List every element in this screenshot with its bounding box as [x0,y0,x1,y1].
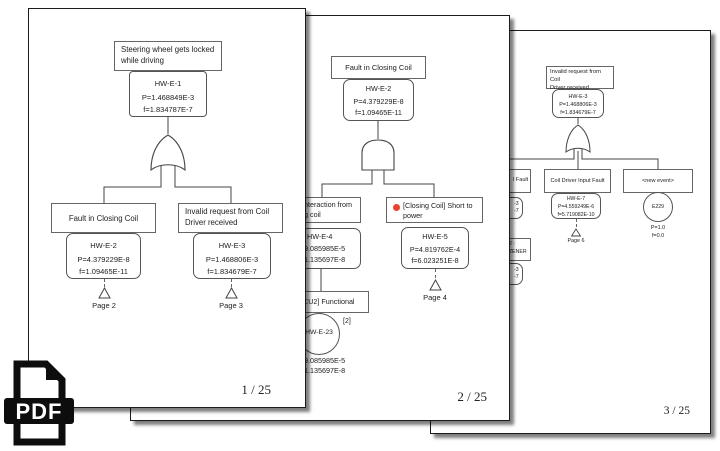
gate-description-line: power [403,210,423,220]
gate-description-box: Invalid request from Coil Driver receive… [178,203,283,233]
gate-description-line: Driver received [185,217,238,227]
folded-corner-icon [46,364,62,380]
event-box-hw-e-3: HW-E-3 P=1.468806E-3 f=1.834679E-7 [552,89,604,118]
event-id-fragment: HW-E-4 [307,232,333,241]
gate-description-box: Fault in Closing Coil [51,203,156,233]
event-value-fragment: -7 [514,208,519,214]
event-probability: P=1.0 [650,225,666,231]
new-event-box: <new event> [623,169,693,193]
basic-event-circle: E229 [643,192,673,222]
basic-event-id: HW-E-23 [305,329,333,336]
event-id: HW-E-5 [422,232,448,241]
event-box-hw-e-3: HW-E-3 P=1.468806E-3 f=1.834679E-7 [193,233,271,279]
event-id: HW-E-3 [218,241,246,250]
gate-description-line: [Closing Coil] Short to [403,201,473,210]
event-frequency: f=1.834679E-7 [560,110,596,117]
event-probability: P=4.819762E-4 [409,245,461,255]
functional-label-fragment: CU2] Functional [303,297,355,306]
event-probability: P=4.559249E-6 [557,203,595,210]
transfer-triangle-icon [429,279,442,291]
event-probability: P=4.379229E-8 [353,97,404,107]
event-box-hw-e-2: HW-E-2 P=4.379229E-8 f=1.09465E-11 [343,79,414,121]
basic-event-values: P=1.0 f=0.0 [643,224,673,240]
page-number: 2 / 25 [457,389,487,404]
event-value-fragment: -7 [514,274,519,280]
gate-description: Fault in Closing Coil [68,213,139,223]
pdf-file-icon[interactable]: PDF [2,360,76,451]
event-probability-fragment: 9.085985E-5 [304,356,346,365]
gate-description-box: Invalid request from Coil Driver receive… [546,66,614,91]
gate-description-line: Invalid request from Coil [550,69,601,83]
gate-description: Coil Driver Input Fault [550,178,605,184]
event-box-hw-e-2: HW-E-2 P=4.379229E-8 f=1.09465E-11 [66,233,141,279]
new-event-label: <new event> [641,178,675,184]
transfer-page-label: Page 4 [423,293,447,302]
or-gate-icon [150,134,186,172]
transfer-triangle-icon [225,287,238,299]
gate-description-line: Steering wheel gets locked [121,45,215,54]
event-value-fragment: -3 [514,267,519,273]
event-value-fragment: -3 [514,201,519,207]
event-frequency: f=1.09465E-11 [355,107,402,117]
event-id: HW-E-1 [154,79,182,88]
or-gate-icon [565,124,591,153]
event-frequency: f=1.09465E-11 [79,266,128,276]
gate-description-box: Steering wheel gets locked while driving [114,41,222,71]
component-fragment: ZENER [509,249,527,255]
event-id: HW-E-2 [90,241,117,250]
transfer-page-label: Page 3 [219,301,243,310]
event-probability-fragment: 9.085985E-5 [304,244,346,253]
event-box-hw-e-1: HW-E-1 P=1.468849E-3 f=1.834787E-7 [129,71,207,117]
gate-description-box: Fault in Closing Coil [331,56,426,79]
gate-description-fragment: l Fault [513,177,529,183]
event-frequency-fragment: 1.135697E-8 [304,255,346,264]
transfer-dashed-line [231,279,232,287]
gate-description: Fault in Closing Coil [345,63,412,72]
transfer-dashed-line [576,219,577,227]
gate-description-line: Driver received [550,84,589,91]
transfer-triangle-icon [98,287,111,299]
gate-description-line: while driving [121,55,164,65]
event-box-hw-e-7: HW-E-7 P=4.559249E-6 f=5.719082E-10 [551,193,601,219]
event-probability: P=4.379229E-8 [77,255,130,265]
gate-description-box: Coil Driver Input Fault [544,169,611,193]
and-gate-icon [361,139,395,171]
event-frequency: f=0.0 [651,233,665,240]
event-frequency: f=6.023251E-8 [411,255,459,265]
page-number: 3 / 25 [663,405,690,417]
event-id: HW-E-3 [568,94,588,100]
transfer-page-label: Page 6 [567,238,585,244]
multiplicity-label: [2] [343,318,351,325]
transfer-dashed-line [435,269,436,278]
basic-event-id: E229 [651,204,665,210]
label-banner [4,398,74,424]
pdf-label: PDF [16,399,63,424]
status-dot-icon [393,204,400,211]
page-number: 1 / 25 [241,382,271,397]
gate-description-fragment: g coil [304,210,321,219]
event-box-hw-e-5: HW-E-5 P=4.819762E-4 f=6.023251E-8 [401,227,469,269]
transfer-page-label: Page 2 [92,301,116,310]
gate-description-fragment: nteraction from [304,200,352,209]
event-id: HW-E-7 [566,196,586,202]
event-id: HW-E-2 [365,84,392,93]
event-probability: P=1.468849E-3 [141,93,195,103]
event-frequency: f=5.719082E-10 [557,211,595,218]
gate-description-line: Invalid request from Coil [185,207,270,216]
transfer-dashed-line [104,279,105,287]
component-fragment: 2 : [509,241,515,247]
pdf-page-1[interactable]: Steering wheel gets locked while driving… [28,8,306,408]
event-probability: P=1.468806E-3 [205,255,259,265]
event-frequency: f=1.834787E-7 [143,104,193,114]
transfer-triangle-icon [571,228,581,237]
event-probability: P=1.468806E-3 [559,102,597,109]
event-frequency: f=1.834679E-7 [207,266,257,276]
event-frequency-fragment: 1.135697E-8 [304,366,346,375]
pdf-document-icon: PDF [4,360,74,446]
gate-description-box: [Closing Coil] Short to power [386,197,483,223]
